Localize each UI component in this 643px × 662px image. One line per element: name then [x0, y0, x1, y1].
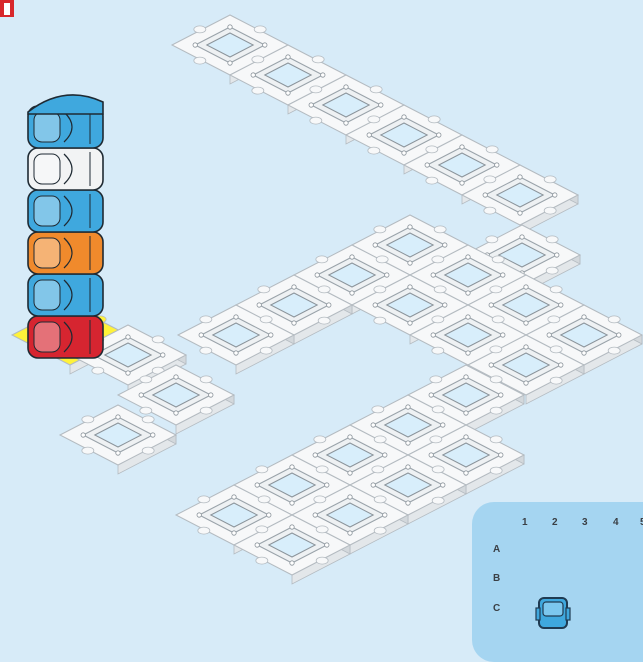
grid-row-b: B [493, 573, 500, 584]
grid-panel: 1 2 3 4 5 A B C [472, 502, 643, 662]
grid-row-a: A [493, 544, 500, 555]
grid-row-c: C [493, 603, 500, 614]
grid-col-2: 2 [552, 517, 558, 528]
tower-cap [28, 95, 103, 114]
tower-block [28, 274, 103, 316]
marble-tower [28, 95, 103, 358]
step-badge: 1 [0, 0, 14, 17]
grid-col-1: 1 [522, 517, 528, 528]
grid-col-3: 3 [582, 517, 588, 528]
tower-block [28, 190, 103, 232]
tower-block [28, 232, 103, 274]
step-number: 1 [4, 3, 10, 15]
assembly-diagram: 1 1 2 3 4 5 A B C [0, 0, 643, 631]
blue-tower-piece-icon [534, 592, 574, 632]
tower-block [28, 316, 103, 358]
grid-col-4: 4 [613, 517, 619, 528]
tower-block [28, 148, 103, 190]
